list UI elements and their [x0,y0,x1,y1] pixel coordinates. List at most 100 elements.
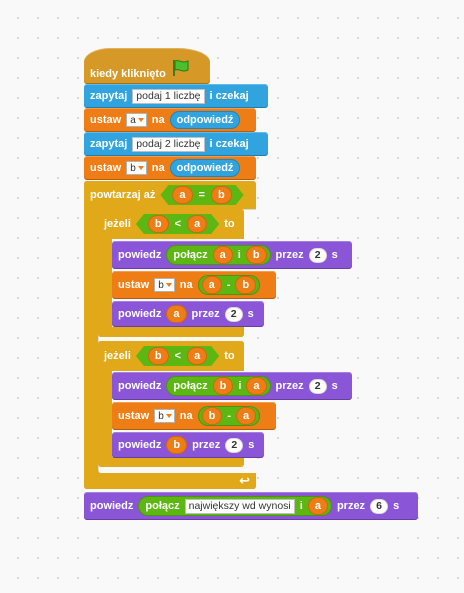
chevron-down-icon [137,118,144,122]
and-label: i [237,249,241,261]
if-footer-2 [98,457,244,467]
operator-symbol: - [227,410,231,422]
hat-label: kiedy kliknięto [90,68,166,80]
for-label: przez [275,380,304,392]
say-label: powiedz [118,249,162,261]
say-label: powiedz [90,500,134,512]
for-label: przez [191,308,220,320]
join-operator[interactable]: połącz a i b [166,245,271,265]
for-label: przez [192,439,221,451]
secs-unit-label: s [248,439,255,451]
answer-reporter[interactable]: odpowiedź [169,159,241,177]
set-label: ustaw [118,410,150,422]
to-label: na [179,410,193,422]
variable-reporter-a[interactable]: a [212,246,233,264]
less-than-operator-2[interactable]: b < a [136,346,219,366]
operator-symbol: < [174,218,182,230]
repeat-until-label: powtarzaj aż [90,189,156,201]
variable-reporter-b[interactable]: b [201,407,223,425]
set-variable-b-block[interactable]: ustaw b na odpowiedź [84,156,256,180]
to-label: na [151,114,165,126]
variable-reporter-b[interactable]: b [148,347,169,365]
to-label: na [179,279,193,291]
set-label: ustaw [118,279,150,291]
variable-reporter-a[interactable]: a [307,497,328,515]
join-label: połącz [145,500,180,512]
say-label: powiedz [118,380,162,392]
ask-and-wait-block-2[interactable]: zapytaj podaj 2 liczbę i czekaj [84,132,268,156]
set-label: ustaw [90,162,122,174]
subtract-operator[interactable]: b - a [197,406,261,426]
secs-input[interactable]: 2 [308,378,327,394]
variable-reporter-b[interactable]: b [212,377,234,395]
set-b-difference-block-1[interactable]: ustaw b na a - b [112,271,276,299]
for-label: przez [336,500,366,512]
variable-reporter-a[interactable]: a [166,305,187,323]
variable-reporter-b[interactable]: b [148,215,169,233]
operator-symbol: - [226,279,231,291]
join-text-input[interactable]: największy wd wynosi [184,498,295,514]
say-for-secs-block-2[interactable]: powiedz a przez 2 s [112,301,264,327]
equals-operator[interactable]: a = b [160,185,243,205]
if-header-2[interactable]: jeżeli b < a to [98,341,244,371]
variable-reporter-b[interactable]: b [166,436,188,454]
variable-reporter-a[interactable]: a [187,347,207,365]
secs-unit-label: s [331,380,338,392]
join-operator[interactable]: połącz b i a [166,376,271,396]
less-than-operator-1[interactable]: b < a [136,214,219,234]
dropdown-value: b [158,279,164,291]
secs-unit-label: s [393,500,400,512]
variable-reporter-a[interactable]: a [187,215,207,233]
green-flag-icon [171,59,191,80]
if-header-1[interactable]: jeżeli b < a to [98,209,244,239]
dropdown-value: b [158,410,164,422]
say-for-secs-block-4[interactable]: powiedz b przez 2 s [112,432,264,458]
and-label: i [238,380,242,392]
say-for-secs-block-1[interactable]: powiedz połącz a i b przez 2 s [112,241,352,269]
ask-wait-label: i czekaj [209,138,249,150]
variable-reporter-b[interactable]: b [235,276,257,294]
secs-unit-label: s [247,308,254,320]
if-label: jeżeli [104,350,131,362]
ask-label: zapytaj [90,90,128,102]
ask-and-wait-block-1[interactable]: zapytaj podaj 1 liczbę i czekaj [84,84,268,108]
secs-unit-label: s [331,249,338,261]
ask-text-input-2[interactable]: podaj 2 liczbę [132,136,205,152]
subtract-operator[interactable]: a - b [197,275,261,295]
answer-reporter[interactable]: odpowiedź [169,111,241,129]
repeat-until-header[interactable]: powtarzaj aż a = b [84,181,256,209]
then-label: to [224,218,235,230]
and-label: i [299,500,303,512]
say-label: powiedz [118,439,162,451]
variable-reporter-b[interactable]: b [245,246,267,264]
variable-reporter-b[interactable]: b [211,186,232,204]
variable-dropdown-a[interactable]: a [126,113,147,127]
variable-reporter-a[interactable]: a [236,407,257,425]
if-footer-1 [98,327,244,337]
secs-input[interactable]: 2 [308,247,327,263]
secs-input[interactable]: 2 [224,306,243,322]
secs-input[interactable]: 6 [370,498,389,514]
set-variable-a-block[interactable]: ustaw a na odpowiedź [84,108,256,132]
for-label: przez [275,249,304,261]
operator-symbol: = [198,189,205,201]
join-operator[interactable]: połącz największy wd wynosi i a [138,496,332,516]
say-label: powiedz [118,308,162,320]
if-label: jeżeli [104,218,131,230]
variable-reporter-a[interactable]: a [172,186,192,204]
say-for-secs-block-3[interactable]: powiedz połącz b i a przez 2 s [112,372,352,400]
set-b-difference-block-2[interactable]: ustaw b na b - a [112,402,276,430]
chevron-down-icon [137,166,144,170]
variable-reporter-a[interactable]: a [246,377,267,395]
chevron-down-icon [165,414,172,418]
secs-input[interactable]: 2 [225,437,244,453]
ask-label: zapytaj [90,138,128,150]
variable-reporter-a[interactable]: a [201,276,222,294]
variable-dropdown-b[interactable]: b [154,278,175,292]
ask-text-input-1[interactable]: podaj 1 liczbę [132,88,205,104]
chevron-down-icon [165,283,172,287]
variable-dropdown-b[interactable]: b [126,161,147,175]
variable-dropdown-b[interactable]: b [154,409,175,423]
say-for-secs-final-block[interactable]: powiedz połącz największy wd wynosi i a … [84,492,418,520]
when-flag-clicked-block[interactable]: kiedy kliknięto [84,48,210,84]
